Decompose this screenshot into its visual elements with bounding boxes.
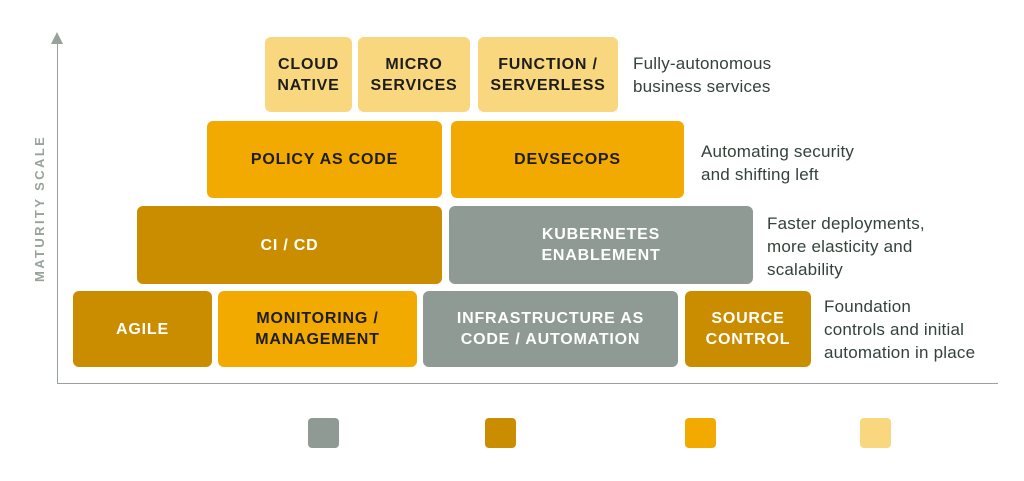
annotation-level-4: Fully-autonomous business services xyxy=(633,54,772,96)
y-axis-title: MATURITY SCALE xyxy=(32,134,47,282)
box-micro-services: MICRO SERVICES xyxy=(358,37,470,112)
box-ci-cd: CI / CD xyxy=(137,206,442,284)
box-infrastructure-as-code: INFRASTRUCTURE AS CODE / AUTOMATION xyxy=(423,291,678,367)
axis-arrow-up-icon xyxy=(51,32,63,44)
box-function-serverless: FUNCTION / SERVERLESS xyxy=(478,37,618,112)
legend-swatch-orange xyxy=(685,418,716,448)
legend-swatch-light-yellow xyxy=(860,418,891,448)
annotation-level-1: Foundation controls and initial automati… xyxy=(824,297,976,362)
box-monitoring-management: MONITORING / MANAGEMENT xyxy=(218,291,417,367)
annotation-level-2: Faster deployments, more elasticity and … xyxy=(767,214,925,279)
annotation-level-3: Automating security and shifting left xyxy=(701,142,855,184)
y-axis-line xyxy=(57,43,58,383)
x-axis-line xyxy=(57,383,998,384)
box-agile: AGILE xyxy=(73,291,212,367)
box-cloud-native: CLOUD NATIVE xyxy=(265,37,352,112)
legend-swatch-gray xyxy=(308,418,339,448)
box-devsecops: DEVSECOPS xyxy=(451,121,684,198)
box-source-control: SOURCE CONTROL xyxy=(685,291,811,367)
box-kubernetes-enablement: KUBERNETES ENABLEMENT xyxy=(449,206,753,284)
box-policy-as-code: POLICY AS CODE xyxy=(207,121,442,198)
legend-swatch-dark-gold xyxy=(485,418,516,448)
